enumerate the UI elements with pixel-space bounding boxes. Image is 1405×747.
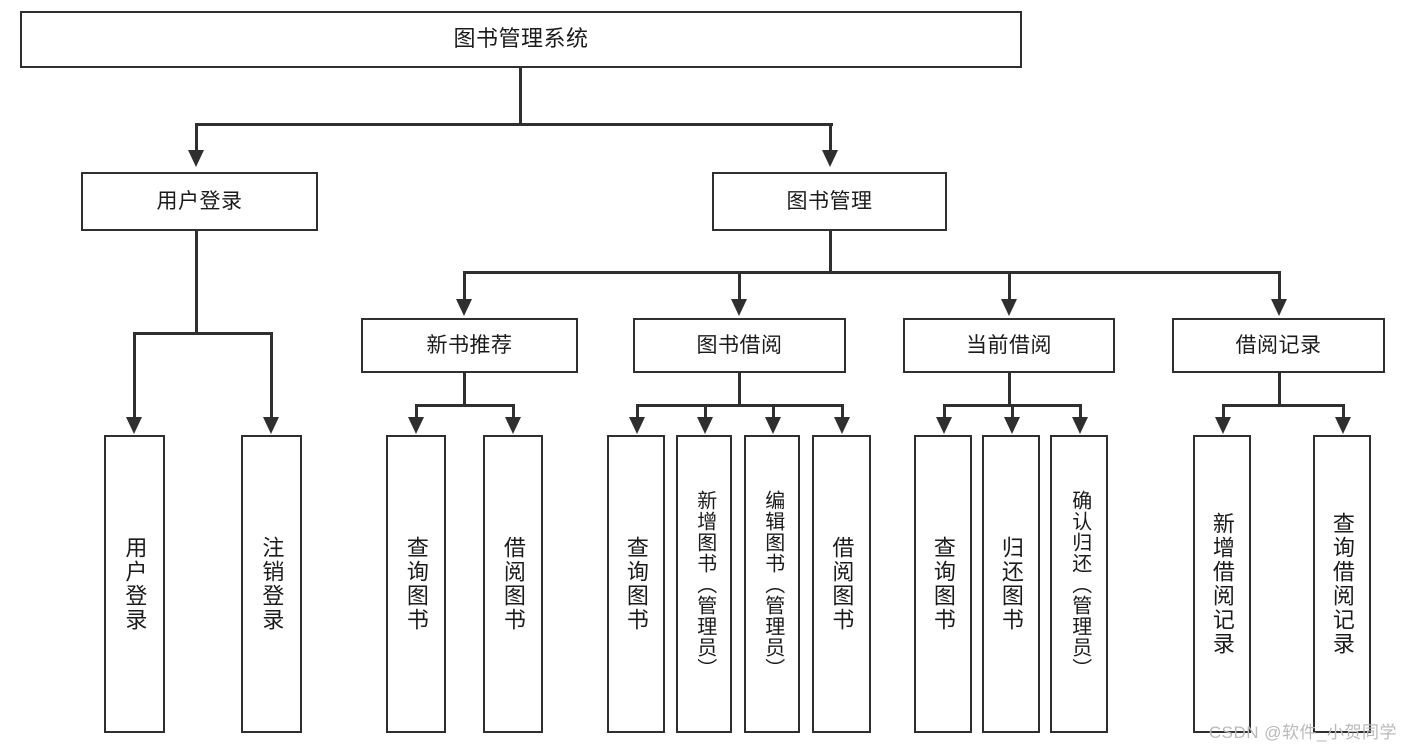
connector-cb-to-leaf-3 xyxy=(1079,404,1082,418)
connector-br-stem xyxy=(1278,373,1281,406)
node-leaf-return-book[interactable]: 归还图书 xyxy=(982,435,1040,733)
node-leaf-query-book-3[interactable]: 查询图书 xyxy=(914,435,972,733)
node-leaf-borrow-book-2[interactable]: 借阅图书 xyxy=(812,435,871,733)
connector-root-to-user-login xyxy=(195,123,198,151)
arrowhead-bb-to-leaf-1 xyxy=(629,417,645,434)
node-leaf-query-book-2[interactable]: 查询图书 xyxy=(607,435,665,733)
arrowhead-cb-to-leaf-1 xyxy=(936,417,952,434)
connector-root-bus xyxy=(196,123,833,126)
connector-nbr-to-leaf-1 xyxy=(415,404,418,418)
connector-cb-to-leaf-1 xyxy=(943,404,946,418)
arrowhead-user-login-to-leaf-1 xyxy=(126,417,142,434)
arrowhead-bb-to-leaf-4 xyxy=(834,417,850,434)
connector-bm-to-new-book-recommend xyxy=(463,271,466,300)
connector-user-login-stem xyxy=(195,231,198,334)
node-leaf-query-book-3-label: 查询图书 xyxy=(930,536,956,632)
node-leaf-add-book-label: 新增图书（管理员） xyxy=(693,489,716,679)
arrowhead-br-to-leaf-2 xyxy=(1335,417,1351,434)
arrowhead-cb-to-leaf-3 xyxy=(1072,417,1088,434)
node-leaf-add-record[interactable]: 新增借阅记录 xyxy=(1193,435,1251,733)
connector-br-to-leaf-2 xyxy=(1342,404,1345,418)
connector-bb-bus xyxy=(637,404,843,407)
connector-cb-stem xyxy=(1008,373,1011,406)
node-leaf-borrow-book-1-label: 借阅图书 xyxy=(500,536,526,632)
connector-bb-stem xyxy=(738,373,741,406)
node-book-management[interactable]: 图书管理 xyxy=(712,172,947,231)
arrowhead-bb-to-leaf-3 xyxy=(765,417,781,434)
arrowhead-bm-to-book-borrow xyxy=(731,299,747,316)
arrowhead-bm-to-current-borrow xyxy=(1001,299,1017,316)
node-new-book-recommend[interactable]: 新书推荐 xyxy=(361,318,578,373)
arrowhead-bm-to-new-book-recommend xyxy=(456,299,472,316)
connector-root-to-book-management xyxy=(829,123,832,151)
node-book-borrow[interactable]: 图书借阅 xyxy=(633,318,846,373)
arrowhead-user-login-to-leaf-2 xyxy=(263,417,279,434)
node-leaf-query-book-1-label: 查询图书 xyxy=(403,536,429,632)
connector-cb-to-leaf-2 xyxy=(1011,404,1014,418)
connector-bm-to-borrow-record xyxy=(1278,271,1281,300)
connector-user-login-to-leaf-2 xyxy=(270,332,273,418)
node-borrow-record-label: 借阅记录 xyxy=(1235,333,1322,357)
node-new-book-recommend-label: 新书推荐 xyxy=(426,333,513,357)
connector-nbr-bus xyxy=(416,404,515,407)
node-leaf-query-book-1[interactable]: 查询图书 xyxy=(386,435,446,733)
node-leaf-return-book-label: 归还图书 xyxy=(998,536,1024,632)
arrowhead-nbr-to-leaf-1 xyxy=(408,417,424,434)
node-leaf-user-logout[interactable]: 注销登录 xyxy=(241,435,302,733)
node-leaf-query-book-2-label: 查询图书 xyxy=(623,536,649,632)
connector-nbr-stem xyxy=(463,373,466,406)
node-leaf-user-login-label: 用户登录 xyxy=(122,536,148,632)
connector-bm-to-current-borrow xyxy=(1008,271,1011,300)
node-leaf-borrow-book-2-label: 借阅图书 xyxy=(829,536,855,632)
connector-bm-to-book-borrow xyxy=(738,271,741,300)
connector-nbr-to-leaf-2 xyxy=(512,404,515,418)
node-leaf-add-book[interactable]: 新增图书（管理员） xyxy=(676,435,732,733)
arrowhead-root-to-book-management xyxy=(822,150,838,167)
connector-book-management-stem xyxy=(829,231,832,273)
node-root-system[interactable]: 图书管理系统 xyxy=(20,11,1022,68)
arrowhead-cb-to-leaf-2 xyxy=(1004,417,1020,434)
node-leaf-confirm-return-label: 确认归还（管理员） xyxy=(1068,489,1091,679)
node-user-login-label: 用户登录 xyxy=(156,189,243,213)
connector-br-bus xyxy=(1223,404,1343,407)
node-leaf-user-logout-label: 注销登录 xyxy=(259,536,285,632)
connector-user-login-to-leaf-1 xyxy=(133,332,136,418)
arrowhead-nbr-to-leaf-2 xyxy=(505,417,521,434)
arrowhead-bb-to-leaf-2 xyxy=(697,417,713,434)
connector-bb-to-leaf-4 xyxy=(841,404,844,418)
connector-root-stem xyxy=(519,68,522,124)
connector-bb-to-leaf-3 xyxy=(772,404,775,418)
node-book-borrow-label: 图书借阅 xyxy=(696,333,783,357)
node-book-management-label: 图书管理 xyxy=(786,189,873,213)
node-current-borrow-label: 当前借阅 xyxy=(966,333,1052,357)
node-leaf-add-record-label: 新增借阅记录 xyxy=(1209,512,1235,656)
node-user-login[interactable]: 用户登录 xyxy=(81,172,318,231)
node-root-label: 图书管理系统 xyxy=(453,26,589,52)
node-leaf-borrow-book-1[interactable]: 借阅图书 xyxy=(483,435,543,733)
arrowhead-root-to-user-login xyxy=(188,150,204,167)
connector-user-login-bus xyxy=(134,332,273,335)
arrowhead-bm-to-borrow-record xyxy=(1271,299,1287,316)
node-leaf-edit-book-label: 编辑图书（管理员） xyxy=(761,489,784,679)
node-current-borrow[interactable]: 当前借阅 xyxy=(903,318,1115,373)
node-borrow-record[interactable]: 借阅记录 xyxy=(1172,318,1385,373)
node-leaf-query-record[interactable]: 查询借阅记录 xyxy=(1313,435,1371,733)
connector-book-management-bus xyxy=(464,271,1280,274)
node-leaf-user-login[interactable]: 用户登录 xyxy=(104,435,165,733)
arrowhead-br-to-leaf-1 xyxy=(1215,417,1231,434)
connector-bb-to-leaf-1 xyxy=(636,404,639,418)
connector-bb-to-leaf-2 xyxy=(704,404,707,418)
node-leaf-edit-book[interactable]: 编辑图书（管理员） xyxy=(744,435,800,733)
node-leaf-query-record-label: 查询借阅记录 xyxy=(1329,512,1355,656)
connector-br-to-leaf-1 xyxy=(1222,404,1225,418)
node-leaf-confirm-return[interactable]: 确认归还（管理员） xyxy=(1050,435,1108,733)
